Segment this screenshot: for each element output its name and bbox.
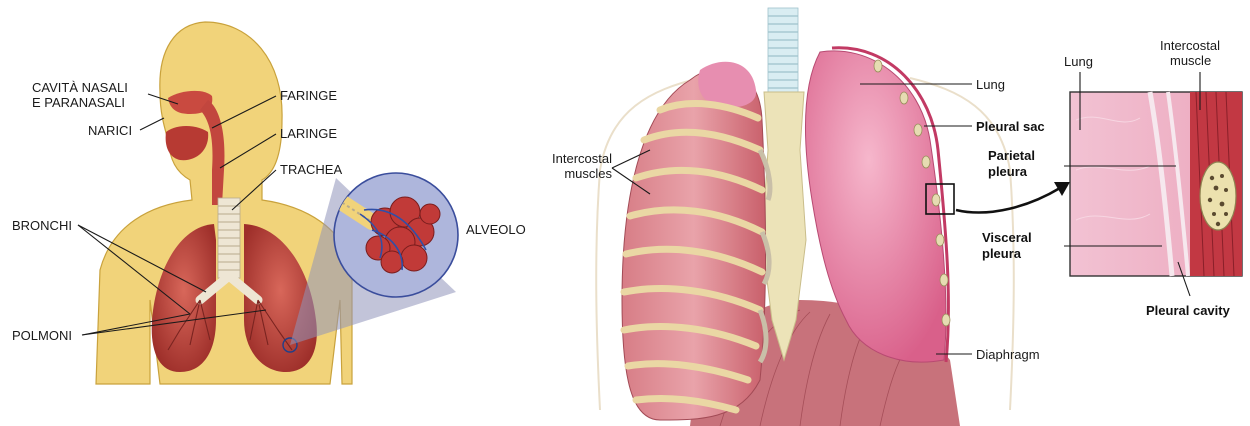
label-larynx: LARINGE bbox=[280, 126, 337, 141]
right-pleura-diagram: Lung Pleural sac Intercostal muscles Dia… bbox=[552, 8, 1242, 426]
label-intercostal-muscles-2: muscles bbox=[564, 166, 612, 181]
label-alveolus: ALVEOLO bbox=[466, 222, 526, 237]
label-paranasal: E PARANASALI bbox=[32, 95, 125, 110]
pleura-inset bbox=[1070, 92, 1242, 276]
inset-label-pleural-cavity: Pleural cavity bbox=[1146, 303, 1231, 318]
label-pleural-sac: Pleural sac bbox=[976, 119, 1045, 134]
magnify-arrow bbox=[956, 188, 1060, 213]
rib-cross-section bbox=[1200, 162, 1236, 230]
label-diaphragm: Diaphragm bbox=[976, 347, 1040, 362]
inset-label-parietal-1: Parietal bbox=[988, 148, 1035, 163]
trachea-shape bbox=[218, 198, 240, 278]
left-respiratory-system-diagram: CAVITÀ NASALI E PARANASALI NARICI FARING… bbox=[12, 22, 526, 384]
label-lungs: POLMONI bbox=[12, 328, 72, 343]
inset-label-visceral-2: pleura bbox=[982, 246, 1022, 261]
inset-label-lung: Lung bbox=[1064, 54, 1093, 69]
label-trachea: TRACHEA bbox=[280, 162, 342, 177]
inset-label-visceral-1: Visceral bbox=[982, 230, 1032, 245]
inset-label-intercostal-1: Intercostal bbox=[1160, 38, 1220, 53]
trachea-top bbox=[768, 8, 798, 100]
label-bronchi: BRONCHI bbox=[12, 218, 72, 233]
label-nasal-cavities: CAVITÀ NASALI bbox=[32, 80, 128, 95]
inset-label-parietal-2: pleura bbox=[988, 164, 1028, 179]
upper-lung-apex bbox=[698, 62, 756, 107]
label-lung: Lung bbox=[976, 77, 1005, 92]
label-pharynx: FARINGE bbox=[280, 88, 337, 103]
label-intercostal-muscles-1: Intercostal bbox=[552, 151, 612, 166]
inset-label-intercostal-2: muscle bbox=[1170, 53, 1211, 68]
label-nostrils: NARICI bbox=[88, 123, 132, 138]
